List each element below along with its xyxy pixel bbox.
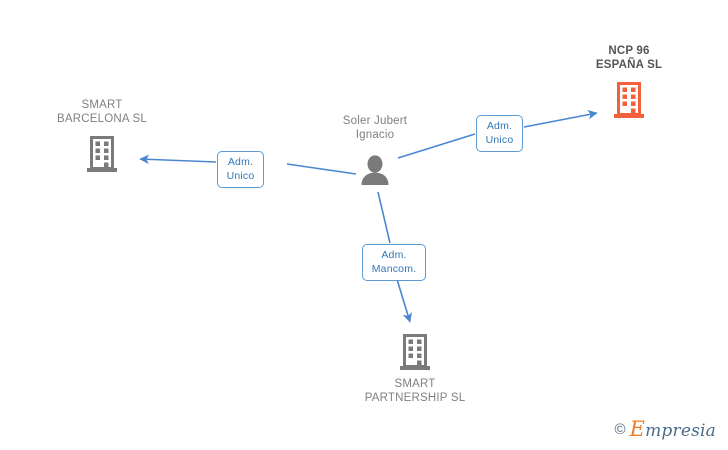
brand-name: Empresia xyxy=(630,419,716,440)
person-icon xyxy=(361,155,389,185)
node-smart-partnership-icon-wrap xyxy=(335,330,495,372)
node-smart-partnership-label: SMART PARTNERSHIP SL xyxy=(364,378,466,404)
node-smart-barcelona[interactable]: SMART BARCELONA SL xyxy=(22,98,182,174)
edge-to-smart-barcelona xyxy=(139,154,357,175)
node-ncp96-espana-icon-wrap xyxy=(549,78,709,120)
node-smart-partnership[interactable]: SMART PARTNERSHIP SL xyxy=(335,330,495,405)
node-smart-barcelona-icon-wrap xyxy=(22,132,182,174)
edge-label-smart-barcelona[interactable]: Adm. Unico xyxy=(217,151,264,188)
brand-initial: E xyxy=(629,417,646,441)
brand-rest: mpresia xyxy=(645,421,716,441)
node-smart-barcelona-label: SMART BARCELONA SL xyxy=(57,99,147,125)
node-soler-jubert-ignacio-icon-wrap xyxy=(295,151,455,185)
edge-label-ncp96-espana[interactable]: Adm. Unico xyxy=(476,115,523,152)
node-ncp96-espana-label: NCP 96 ESPAÑA SL xyxy=(595,45,663,71)
copyright-icon: © xyxy=(614,421,626,438)
edge-to-smart-partnership xyxy=(377,191,412,323)
node-soler-jubert-ignacio-label: Soler Jubert Ignacio xyxy=(342,115,408,141)
watermark: © Empresia xyxy=(615,419,716,440)
edge-to-ncp96-espana xyxy=(397,109,598,159)
node-ncp96-espana[interactable]: NCP 96 ESPAÑA SL xyxy=(549,44,709,120)
node-soler-jubert-ignacio[interactable]: Soler Jubert Ignacio xyxy=(295,114,455,185)
building-icon xyxy=(400,334,430,370)
building-icon xyxy=(614,82,644,118)
edge-label-smart-partnership[interactable]: Adm. Mancom. xyxy=(362,244,426,281)
building-icon xyxy=(87,136,117,172)
